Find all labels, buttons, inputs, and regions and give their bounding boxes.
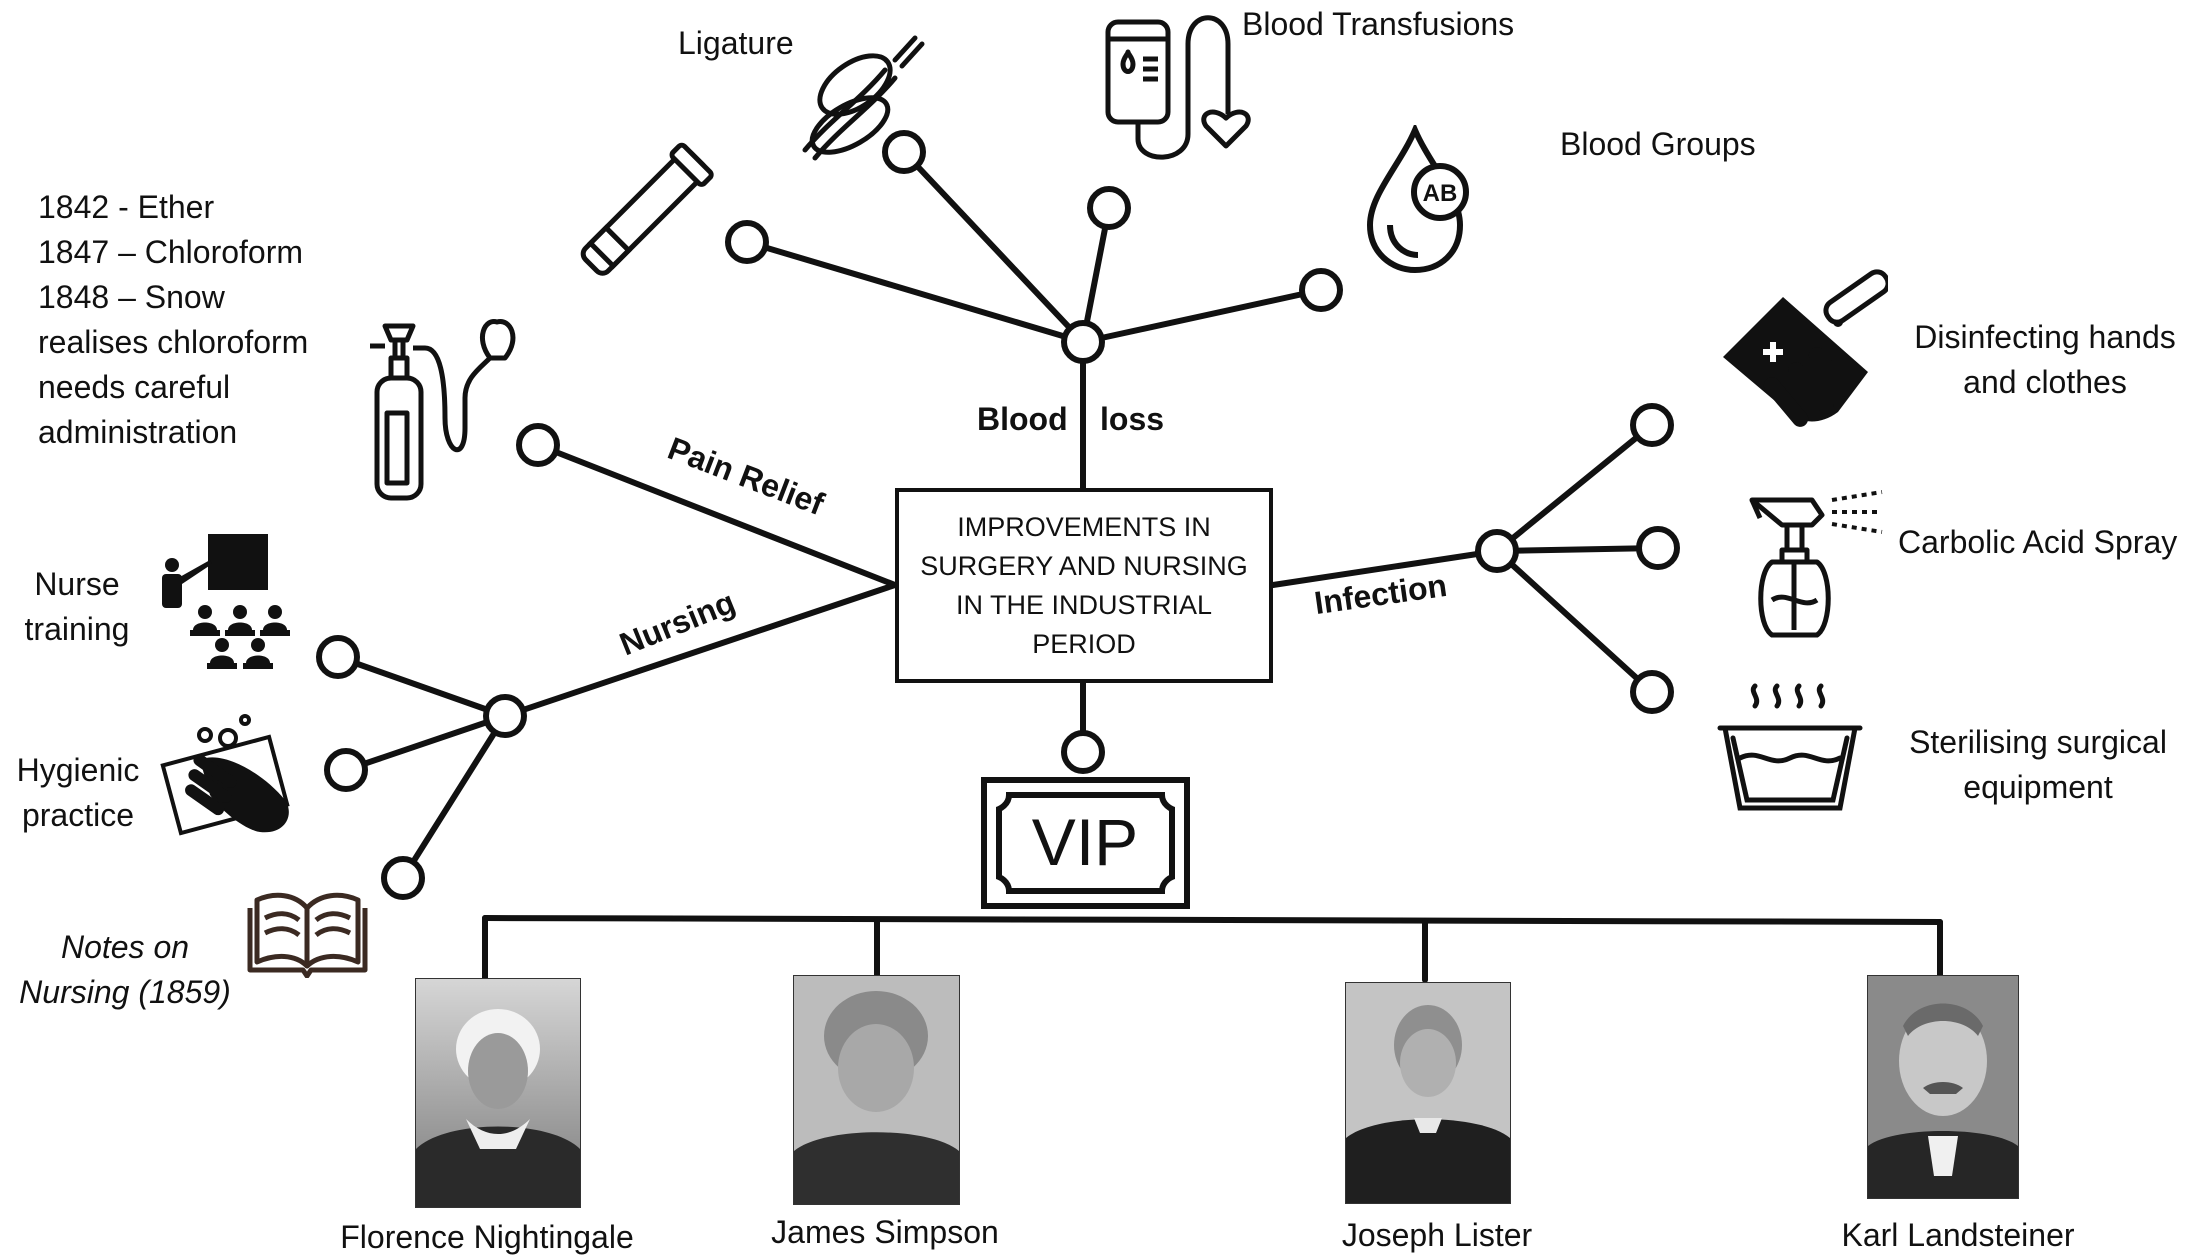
blood-transfusion-icon [1105,15,1251,160]
person-photo-icon [416,979,580,1207]
person-photo-icon [794,976,959,1204]
test-tube-icon [580,142,714,276]
pain-relief-line: needs careful [38,369,231,405]
classroom-icon [162,534,290,669]
vip-text: VIP [1032,805,1138,879]
blood-group-ab-text: AB [1423,180,1458,207]
anaesthetic-cylinder-icon [370,319,516,501]
notes-line-2: Nursing (1859) [19,974,231,1010]
notes-line-1: Notes on [60,929,190,965]
portrait-karl-landsteiner [1867,975,2019,1199]
leaf-label-nurse-training: Nurse training [12,562,142,652]
leaf-label-disinfecting: Disinfecting hands and clothes [1900,315,2190,405]
book-icon [247,892,368,978]
sterilise-line-2: equipment [1963,769,2113,805]
person-name: Joseph Lister [1341,1217,1533,1253]
branch-label-loss: loss [1100,401,1165,437]
central-topic-box: IMPROVEMENTS IN SURGERY AND NURSING IN T… [895,488,1273,683]
person-photo-icon [1868,976,2018,1198]
pain-relief-line: 1848 – Snow [38,279,225,315]
pain-relief-line: 1842 - Ether [38,189,215,225]
leaf-label-ligature: Ligature [678,25,794,61]
central-title-line: PERIOD [1032,628,1136,659]
ligature-icon [802,35,925,161]
portrait-florence-nightingale [415,978,581,1208]
sterilise-line-1: Sterilising surgical [1909,724,2167,760]
leaf-label-carbolic: Carbolic Acid Spray [1898,524,2178,560]
hygiene-line-1: Hygienic [16,752,140,788]
disinfect-line-2: and clothes [1963,364,2127,400]
person-photo-icon [1346,983,1510,1203]
vip-sign: VIP [981,777,1190,909]
central-title-line: IN THE INDUSTRIAL [955,589,1213,620]
pain-relief-text: 1842 - Ether 1847 – Chloroform 1848 – Sn… [38,185,308,455]
disinfect-hand-icon [1723,269,1888,427]
leaf-label-blood-transfusions: Blood Transfusions [1242,6,1515,42]
pain-relief-line: 1847 – Chloroform [38,234,304,270]
handwashing-icon [160,714,290,836]
central-title-line: SURGERY AND NURSING [920,550,1248,581]
pain-relief-line: realises chloroform [38,324,309,360]
branch-label-blood: Blood [977,401,1068,437]
central-title-line: IMPROVEMENTS IN [957,511,1211,542]
leaf-label-blood-groups: Blood Groups [1560,126,1756,162]
nurse-training-line-2: training [24,611,130,647]
sterilising-bowl-icon [1717,683,1863,811]
hygiene-line-2: practice [21,797,135,833]
person-name: Florence Nightingale [340,1219,634,1255]
leaf-label-hygienic-practice: Hygienic practice [8,748,148,838]
pain-relief-line: administration [38,414,238,450]
leaf-label-notes-on-nursing: Notes on Nursing (1859) [5,925,245,1015]
nurse-training-line-1: Nurse [34,566,120,602]
spray-bottle-icon [1749,490,1883,638]
leaf-label-sterilising: Sterilising surgical equipment [1898,720,2178,810]
person-name: Karl Landsteiner [1841,1217,2075,1253]
person-name: James Simpson [771,1214,999,1250]
portrait-james-simpson [793,975,960,1205]
disinfect-line-1: Disinfecting hands [1914,319,2176,355]
blood-drop-icon: AB [1366,125,1469,274]
portrait-joseph-lister [1345,982,1511,1204]
